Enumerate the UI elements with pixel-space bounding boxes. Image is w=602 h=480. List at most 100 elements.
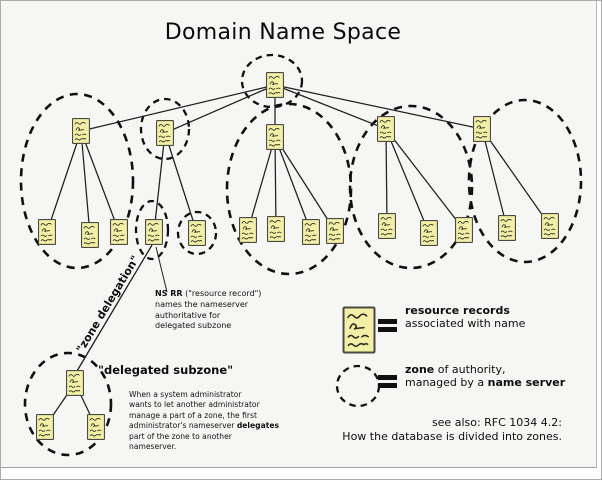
record-paper <box>36 414 54 440</box>
record-squiggle <box>191 229 201 233</box>
resource-record-node <box>378 213 396 239</box>
record-squiggle <box>423 229 433 233</box>
record-squiggle <box>159 129 169 133</box>
record-squiggle <box>147 222 159 226</box>
tree-edge <box>274 136 336 232</box>
record-squiggle <box>89 434 102 437</box>
record-squiggle <box>328 238 341 241</box>
resource-record-node <box>66 370 84 396</box>
zone-mid <box>225 102 353 276</box>
resource-record-node <box>38 219 56 245</box>
record-squiggle <box>74 121 86 125</box>
record-squiggle <box>268 144 281 147</box>
record-squiggle <box>190 223 202 227</box>
record-squiggle <box>500 230 513 233</box>
zone-subzone <box>23 351 113 457</box>
record-paper <box>455 217 473 243</box>
record-squiggle <box>83 225 95 229</box>
record-squiggle <box>475 136 488 139</box>
record-squiggle <box>41 228 51 232</box>
admin-note-line5: part of the zone to another <box>129 431 232 441</box>
record-squiggle <box>347 334 369 339</box>
record-squiggle <box>458 226 468 230</box>
resource-record-node <box>188 220 206 246</box>
record-squiggle <box>242 226 252 230</box>
record-squiggle <box>269 81 279 85</box>
record-paper <box>266 72 284 98</box>
equals-bar <box>378 327 397 332</box>
ns-rr-note: NS RR ("resource record") names the name… <box>155 289 285 332</box>
record-squiggle <box>75 127 85 131</box>
record-squiggle <box>268 87 281 90</box>
record-squiggle <box>379 119 391 123</box>
record-paper <box>188 220 206 246</box>
resource-record-node <box>87 414 105 440</box>
tree-edge <box>385 128 430 234</box>
equals-icon <box>378 319 397 335</box>
record-squiggle <box>241 237 254 240</box>
ns-rr-rest: ("resource record") <box>182 289 262 298</box>
record-paper <box>239 217 257 243</box>
record-squiggle <box>147 234 160 237</box>
zone-b2 <box>176 210 218 256</box>
record-squiggle <box>268 92 281 95</box>
record-squiggle <box>40 234 53 237</box>
ns-rr-note-line2: names the nameserver <box>155 299 249 309</box>
record-squiggle <box>543 216 555 220</box>
resource-record-node <box>302 219 320 245</box>
record-squiggle <box>500 218 512 222</box>
tree-edge <box>46 130 82 233</box>
record-squiggle <box>329 227 339 231</box>
ns-rr-note-line3: authoritative for <box>155 310 221 320</box>
record-squiggle <box>380 228 393 231</box>
record-squiggle <box>147 239 160 242</box>
ns-rr-note-line1: NS RR ("resource record") <box>155 289 285 300</box>
tree-edge <box>274 84 387 130</box>
resource-record-node <box>110 219 128 245</box>
record-squiggle <box>112 239 125 242</box>
legend-zone-line2-bold: name server <box>487 376 566 389</box>
record-squiggle <box>270 225 280 229</box>
record-squiggle <box>422 235 435 238</box>
resource-record-node <box>498 215 516 241</box>
legend-rr-title-text: resource records <box>405 304 510 317</box>
record-squiggle <box>457 220 469 224</box>
resource-record-node <box>420 220 438 246</box>
record-squiggle <box>83 237 96 240</box>
record-squiggle <box>380 125 390 129</box>
record-squiggle <box>328 221 340 225</box>
record-paper <box>145 219 163 245</box>
admin-note-line4: administrator's nameserver delegates <box>129 421 279 431</box>
equals-bar <box>378 375 397 380</box>
legend-rr-subtitle: associated with name <box>405 317 526 330</box>
record-paper <box>267 216 285 242</box>
record-squiggle <box>422 223 434 227</box>
record-squiggle <box>305 228 315 232</box>
admin-note-line3: manage a part of a zone, the first <box>129 410 257 420</box>
record-squiggle <box>379 131 392 134</box>
record-squiggle <box>304 222 316 226</box>
record-paper <box>87 414 105 440</box>
resource-record-node <box>81 222 99 248</box>
ns-rr-bold: NS RR <box>155 289 183 298</box>
record-squiggle <box>158 135 171 138</box>
tree-edge <box>80 130 91 236</box>
record-squiggle <box>349 323 365 330</box>
record-squiggle <box>241 220 253 224</box>
admin-note-line6: nameserver. <box>129 442 177 452</box>
resource-record-node <box>156 120 174 146</box>
delegation-line <box>76 244 153 372</box>
record-paper <box>498 215 516 241</box>
delegation-explanation-note: When a system administrator wants to let… <box>129 390 279 452</box>
record-squiggle <box>158 123 170 127</box>
record-squiggle <box>38 434 51 437</box>
legend-zone-of-authority: zone of authority, managed by a name ser… <box>405 363 565 389</box>
record-paper <box>66 370 84 396</box>
record-paper <box>38 219 56 245</box>
record-paper <box>81 222 99 248</box>
record-squiggle <box>241 232 254 235</box>
tree-edge <box>274 136 277 230</box>
legend-zone-bold: zone <box>405 363 435 376</box>
record-squiggle <box>268 127 280 131</box>
zone-root <box>240 53 304 109</box>
